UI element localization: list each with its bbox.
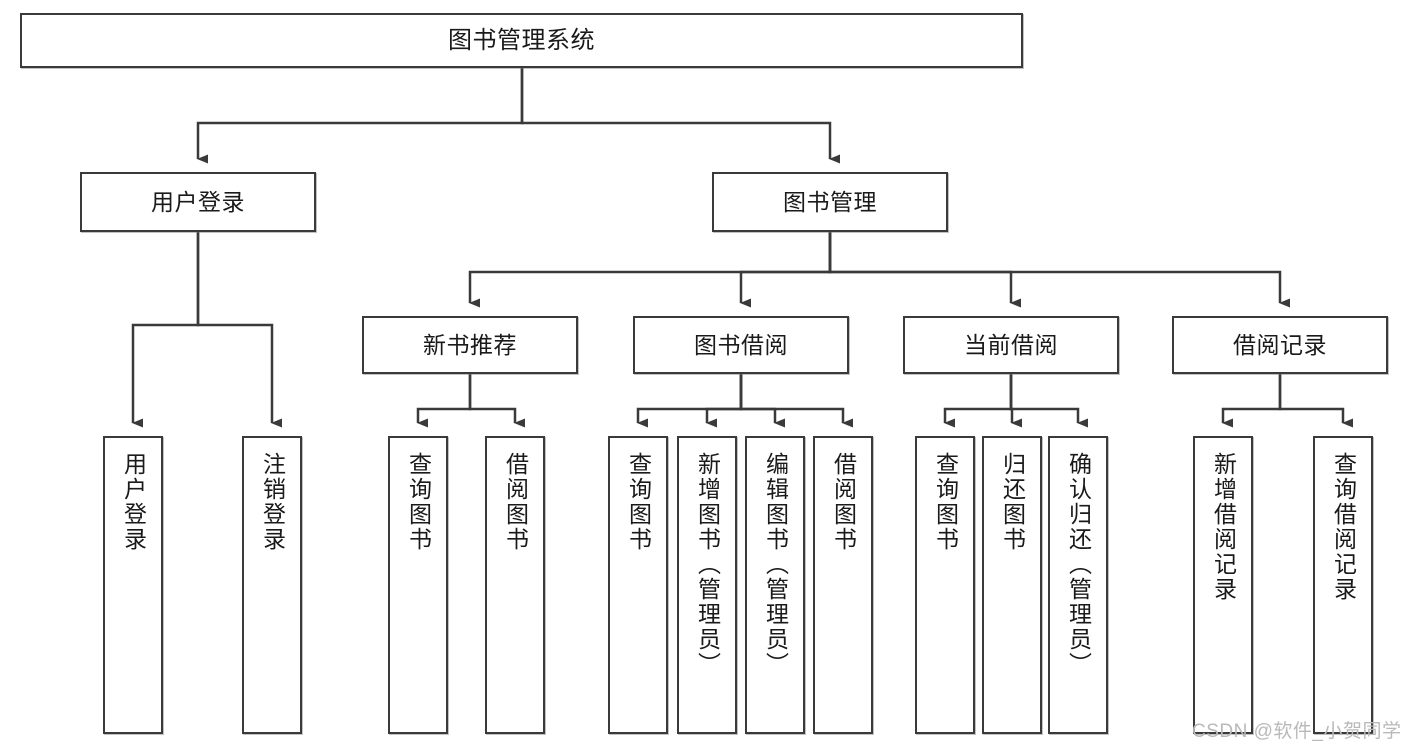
edge-new-book-recommend-to-recommend-query-book <box>416 374 472 428</box>
edge-root-to-user-login <box>196 68 524 164</box>
node-user-login-leaf[interactable]: 用户登录 <box>103 436 163 734</box>
node-label: 确认归还（管理员） <box>1065 452 1092 677</box>
edge-book-borrow-to-borrow-query-book <box>636 374 743 428</box>
node-current-confirm-return-admin[interactable]: 确认归还（管理员） <box>1048 436 1108 734</box>
edge-book-borrow-to-borrow-borrow-book <box>739 374 853 428</box>
node-label: 图书管理系统 <box>448 26 595 54</box>
node-current-query-book[interactable]: 查询图书 <box>915 436 975 734</box>
edge-paths <box>131 68 1353 428</box>
node-book-management[interactable]: 图书管理 <box>712 172 948 232</box>
node-label: 用户登录 <box>151 188 245 215</box>
node-recommend-borrow-book[interactable]: 借阅图书 <box>485 436 545 734</box>
edge-borrow-record-to-record-query <box>1278 374 1353 428</box>
node-label: 借阅记录 <box>1233 331 1327 358</box>
edge-book-management-to-current-borrow <box>828 232 1021 308</box>
node-borrow-record[interactable]: 借阅记录 <box>1172 316 1388 374</box>
edge-new-book-recommend-to-recommend-borrow-book <box>468 374 525 428</box>
edge-current-borrow-to-current-confirm-return-admin <box>1009 374 1088 428</box>
node-record-add[interactable]: 新增借阅记录 <box>1193 436 1253 734</box>
node-new-book-recommend[interactable]: 新书推荐 <box>362 316 578 374</box>
node-label: 用户登录 <box>120 452 147 552</box>
node-borrow-query-book[interactable]: 查询图书 <box>608 436 668 734</box>
node-root[interactable]: 图书管理系统 <box>20 13 1023 68</box>
edge-book-management-to-new-book-recommend <box>468 232 832 308</box>
edge-root-to-book-management <box>520 68 840 164</box>
node-label: 查询图书 <box>405 452 432 552</box>
edge-current-borrow-to-current-query-book <box>943 374 1013 428</box>
node-label: 借阅图书 <box>502 452 529 552</box>
node-record-query[interactable]: 查询借阅记录 <box>1313 436 1373 734</box>
node-label: 查询图书 <box>625 452 652 552</box>
csdn-watermark: CSDN @软件_小贺同学 <box>1192 721 1402 742</box>
edge-borrow-record-to-record-add <box>1221 374 1282 428</box>
node-recommend-query-book[interactable]: 查询图书 <box>388 436 448 734</box>
node-current-borrow[interactable]: 当前借阅 <box>903 316 1119 374</box>
node-label: 借阅图书 <box>830 452 857 552</box>
node-label: 查询图书 <box>932 452 959 552</box>
node-user-logout-leaf[interactable]: 注销登录 <box>242 436 302 734</box>
node-label: 新书推荐 <box>423 331 517 358</box>
node-label: 编辑图书（管理员） <box>762 452 789 677</box>
node-current-return-book[interactable]: 归还图书 <box>982 436 1042 734</box>
edge-user-login-to-user-login-leaf <box>131 232 200 428</box>
node-label: 新增借阅记录 <box>1210 452 1237 602</box>
edge-book-borrow-to-borrow-edit-book-admin <box>739 374 785 428</box>
node-user-login[interactable]: 用户登录 <box>80 172 316 232</box>
node-label: 查询借阅记录 <box>1330 452 1357 602</box>
node-borrow-edit-book-admin[interactable]: 编辑图书（管理员） <box>745 436 805 734</box>
edge-book-borrow-to-borrow-add-book-admin <box>705 374 743 428</box>
node-borrow-borrow-book[interactable]: 借阅图书 <box>813 436 873 734</box>
node-label: 归还图书 <box>999 452 1026 552</box>
edge-book-management-to-borrow-record <box>828 232 1290 308</box>
node-label: 当前借阅 <box>964 331 1058 358</box>
node-borrow-add-book-admin[interactable]: 新增图书（管理员） <box>677 436 737 734</box>
node-book-borrow[interactable]: 图书借阅 <box>633 316 849 374</box>
node-label: 注销登录 <box>259 452 286 552</box>
node-label: 图书借阅 <box>694 331 788 358</box>
edge-book-management-to-book-borrow <box>739 232 832 308</box>
node-label: 新增图书（管理员） <box>694 452 721 677</box>
edge-user-login-to-user-logout-leaf <box>196 232 282 428</box>
node-label: 图书管理 <box>783 188 877 215</box>
